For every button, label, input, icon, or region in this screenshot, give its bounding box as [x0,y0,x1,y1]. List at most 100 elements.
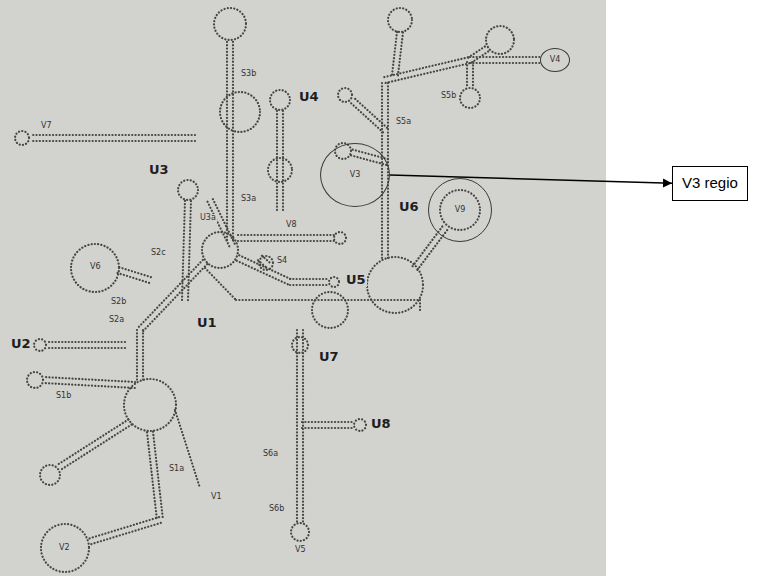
nucleotide-strand [87,517,159,539]
nucleotide-strand [60,425,132,471]
region-label: U6 [398,200,420,214]
nucleotide-strand [470,62,540,64]
loop [292,337,308,353]
loop [440,190,480,230]
loop [27,372,43,388]
loop [388,8,412,32]
nucleotide-strand [350,102,383,132]
nucleotide-strand [142,330,144,380]
nucleotide-strand [302,421,354,423]
region-label: U3 [148,163,170,177]
nucleotide-strand [136,330,138,380]
nucleotide-strand [43,377,135,382]
nucleotide-strand [466,62,468,88]
nucleotide-strand [387,82,389,258]
loop [338,88,352,102]
helix-label: S1a [168,465,185,474]
nucleotide-strand [182,200,185,300]
helix-label: S6b [268,505,285,514]
loop [312,292,348,328]
helix-label: S2c [150,249,167,258]
region-label: V3 [349,171,362,180]
loop [354,419,366,431]
region-label: U5 [345,273,367,287]
loop [40,465,60,485]
nucleotide-strand [349,155,386,165]
helix-label: V5 [294,546,307,555]
helix-label: V1 [210,493,223,502]
helix-label: S1b [55,392,72,401]
loop [291,523,309,541]
region-label: U1 [196,316,218,330]
region-label: U7 [318,350,340,364]
region-label: V9 [454,206,467,215]
nucleotide-strand [175,410,200,488]
helix-label: V7 [40,122,53,131]
nucleotide-strand [89,523,161,545]
region-label: V4 [549,56,562,65]
nucleotide-strand [153,432,163,520]
loop [15,131,29,145]
nucleotide-strand [398,32,403,75]
nucleotide-strand [384,57,469,77]
helix-label: U3a [199,214,217,223]
helix-label: S5a [395,118,412,127]
nucleotide-strand [472,62,474,88]
loop [202,232,238,268]
loop [34,339,46,351]
nucleotide-strand [419,300,421,312]
hand-drawn-circle: V4 [540,48,570,72]
nucleotide-strand [417,230,447,270]
nucleotide-strand [290,278,329,280]
nucleotide-strand [302,330,304,522]
nucleotide-strand [232,40,234,240]
helix-label: S5b [440,92,457,101]
loop [214,8,246,40]
loop [329,277,339,287]
nucleotide-strand [188,200,191,300]
nucleotide-strand [147,432,157,520]
nucleotide-strand [302,427,354,429]
nucleotide-strand [207,201,229,246]
region-label: U2 [10,337,32,351]
nucleotide-strand [239,255,291,279]
nucleotide-strand [46,341,125,343]
loop [268,158,292,182]
helix-label: S2a [108,316,125,325]
nucleotide-strand [392,32,397,75]
loop [334,232,346,244]
nucleotide-strand [226,40,228,240]
loop [124,379,176,431]
nucleotide-strand [238,234,334,236]
nucleotide-strand [470,56,540,58]
helix-label: V6 [89,263,102,272]
loop [71,244,119,292]
nucleotide-strand [354,98,387,128]
nucleotide-strand [351,149,388,159]
loop [259,256,273,270]
nucleotide-strand [381,82,383,258]
region-label: U4 [298,90,320,104]
callout-box: V3 regio [672,166,748,201]
loop [41,524,89,572]
callout-text: V3 regio [682,175,738,192]
nucleotide-strand [46,347,125,349]
loop [486,26,514,54]
loop [178,180,198,200]
nucleotide-strand [43,383,135,388]
loop [220,92,260,132]
region-label: U8 [370,417,392,431]
loop [335,143,351,159]
loop [367,257,423,313]
nucleotide-strand [138,260,203,328]
nucleotide-strand [282,110,284,210]
loop [270,90,290,110]
hand-drawn-circle: V3 [320,143,390,207]
loop [460,88,480,108]
nucleotide-strand [413,226,443,266]
nucleotide-strand [205,268,236,300]
helix-label: S4 [276,257,288,266]
nucleotide-strand [276,110,278,210]
helix-label: S3b [240,70,257,79]
